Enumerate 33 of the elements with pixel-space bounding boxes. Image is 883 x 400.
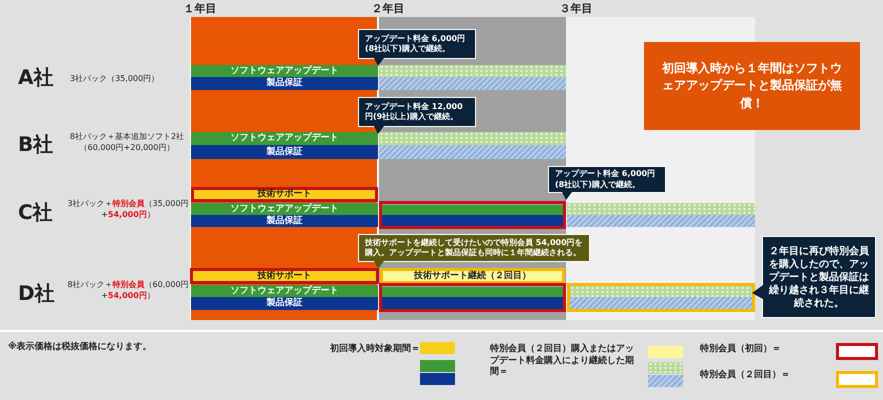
bar-label: 技術サポート (256, 188, 312, 201)
callout-note: アップデート料金 12,000円(9社以上)購入で継続。 (358, 97, 476, 127)
callout-note: ２年目に再び特別会員を購入したので、アップデートと製品保証は繰り越され３年目に継続された。 (762, 236, 876, 318)
highlight-note: 初回導入時から１年間はソフトウェアアップデートと製品保証が無償！ (644, 42, 860, 130)
bar-label: ソフトウェアアップデート (230, 65, 340, 77)
bar-label: 技術サポート (256, 270, 312, 283)
bar-label: ソフトウェアアップデート (230, 203, 340, 215)
legend-label: 初回導入時対象期間＝ (330, 344, 420, 356)
legend-label: 特別会員（２回目）＝ (700, 370, 791, 382)
year-heading: ２年目 (370, 2, 406, 16)
year-heading: １年目 (182, 2, 218, 16)
legend-label: 特別会員（初回）＝ (700, 344, 782, 356)
plan-description: 8社パック＋基本追加ソフト2社（60,000円+20,000円） (68, 132, 186, 154)
bar-label: ソフトウェアアップデート (230, 132, 340, 145)
callout-note: アップデート料金 6,000円(8社以下)購入で継続。 (358, 29, 476, 59)
company-name: B社 (18, 131, 54, 158)
company-name: D社 (18, 280, 56, 307)
year-heading: ３年目 (558, 2, 594, 16)
plan-description: 3社パック（35,000円） (70, 73, 160, 85)
company-name: A社 (18, 64, 54, 91)
bar-label: 製品保証 (266, 297, 304, 310)
plan-description: 8社パック＋特別会員（60,000円+54,000円） (66, 280, 190, 302)
callout-note: アップデート料金 6,000円(8社以下)購入で継続。 (548, 166, 666, 193)
footnote: ※表示価格は税抜価格になります。 (8, 340, 153, 354)
callout-note: 技術サポートを継続して受けたいので特別会員 54,000円を購入。アップデートと製品保証も同時に１年間継続される。 (358, 234, 590, 262)
bar-label: 製品保証 (266, 215, 304, 227)
plan-description: 3社パック＋特別会員（35,000円+54,000円） (66, 199, 190, 221)
company-name: C社 (18, 199, 54, 226)
bar-label: 技術サポート継続（２回目） (412, 269, 532, 283)
legend-label: 特別会員（２回目）購入またはアップデート料金購入により継続した期間＝ (490, 344, 635, 380)
bar-label: ソフトウェアアップデート (230, 285, 340, 297)
bar-label: 製品保証 (266, 145, 304, 159)
bar-label: 製品保証 (266, 77, 304, 90)
